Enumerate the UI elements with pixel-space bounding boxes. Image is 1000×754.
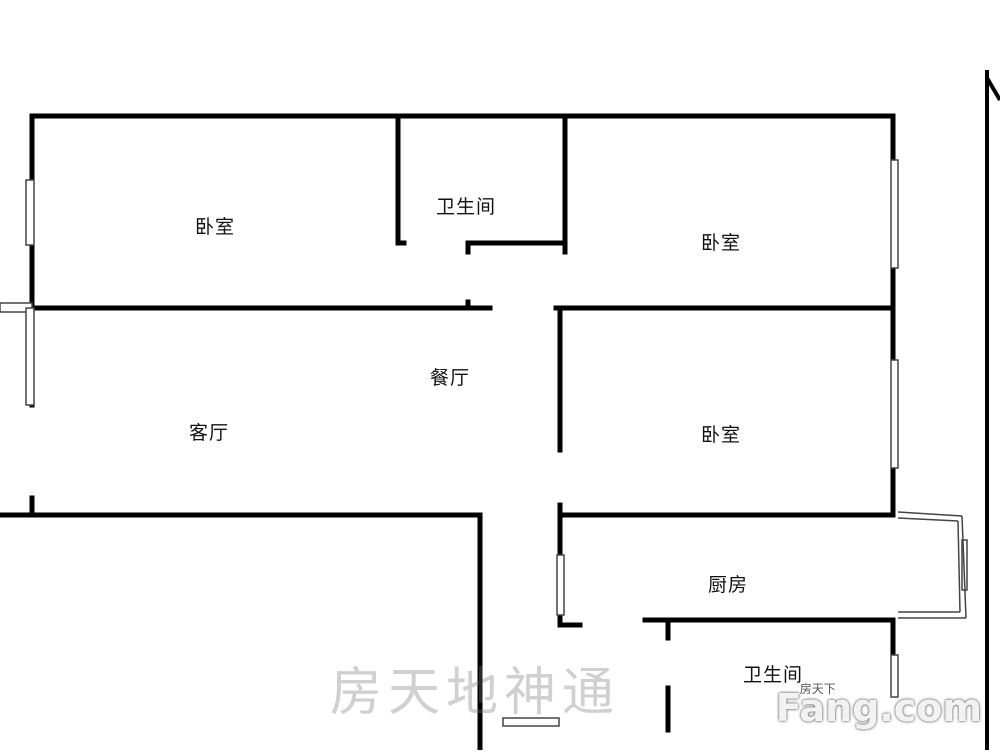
balcony-line-2 [897,517,959,522]
room-label-bathroom-bottom: 卫生间 [743,664,804,686]
window-bedroom-top-right [890,159,899,269]
room-label-dining: 餐厅 [430,367,471,389]
room-label-bedroom-mid-right: 卧室 [701,424,742,446]
window-living-left-vertical [25,307,35,406]
window-bath-bottom [890,654,899,698]
boundary-line-right-diag [985,76,1000,102]
brand-logo: 房天下 Fang.com [775,682,982,730]
room-label-living: 客厅 [189,422,230,444]
brand-name: Fang.com [775,686,982,730]
door-entry [502,717,560,727]
room-label-bedroom-top-left: 卧室 [195,216,236,238]
window-bedroom-left [25,179,35,246]
balcony-line-4 [957,520,961,613]
window-bedroom-mid-right [890,359,899,469]
brand-tag: 房天下 [799,682,836,696]
balcony-window [961,539,968,591]
room-label-bathroom-top: 卫生间 [436,196,497,218]
room-label-bedroom-top-right: 卧室 [701,232,742,254]
balcony-line-1 [897,511,963,517]
balcony-line-3 [961,515,967,619]
watermark-text: 房天地神通 [330,663,621,723]
window-kitchen-left [556,554,565,616]
room-label-kitchen: 厨房 [708,574,749,596]
